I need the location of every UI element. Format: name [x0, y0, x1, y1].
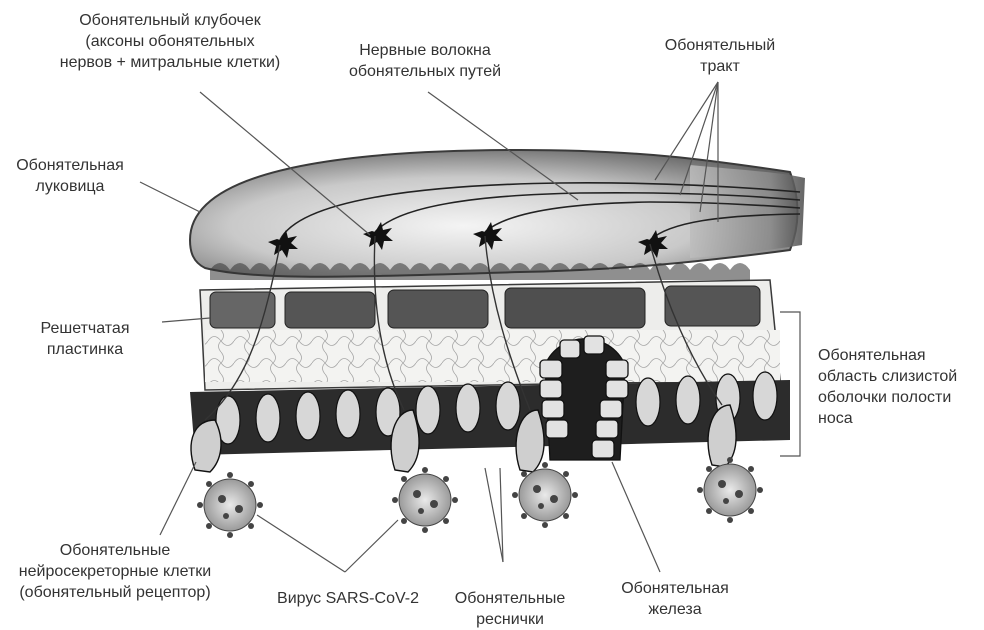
virus-particle [197, 472, 263, 538]
label-neurosecretory: Обонятельные нейросекреторные клетки (об… [0, 540, 230, 603]
leader-gland [612, 462, 660, 572]
leader-virus-2 [345, 520, 398, 572]
label-virus: Вирус SARS-CoV-2 [268, 588, 428, 609]
label-cilia: Обонятельные реснички [440, 588, 580, 630]
leader-virus-1 [257, 515, 345, 572]
label-bulb: Обонятельная луковица [0, 155, 140, 197]
olfactory-bulb [190, 150, 805, 277]
virus-particle [697, 457, 763, 523]
olfactory-gland [540, 336, 628, 460]
virus-particle [392, 467, 458, 533]
sars-cov-2-viruses [197, 457, 763, 538]
virus-particle [512, 462, 578, 528]
cribriform-plate [200, 280, 780, 390]
label-mucosa: Обонятельная область слизистой оболочки … [818, 345, 983, 429]
leader-neurosecretory [160, 462, 196, 535]
label-tract: Обонятельный тракт [640, 35, 800, 77]
label-gland: Обонятельная железа [610, 578, 740, 620]
label-glomerulus: Обонятельный клубочек (аксоны обонятельн… [30, 10, 310, 73]
leader-bulb [140, 182, 200, 212]
label-cribriform: Решетчатая пластинка [15, 318, 155, 360]
label-nerve-fibers: Нервные волокна обонятельных путей [320, 40, 530, 82]
